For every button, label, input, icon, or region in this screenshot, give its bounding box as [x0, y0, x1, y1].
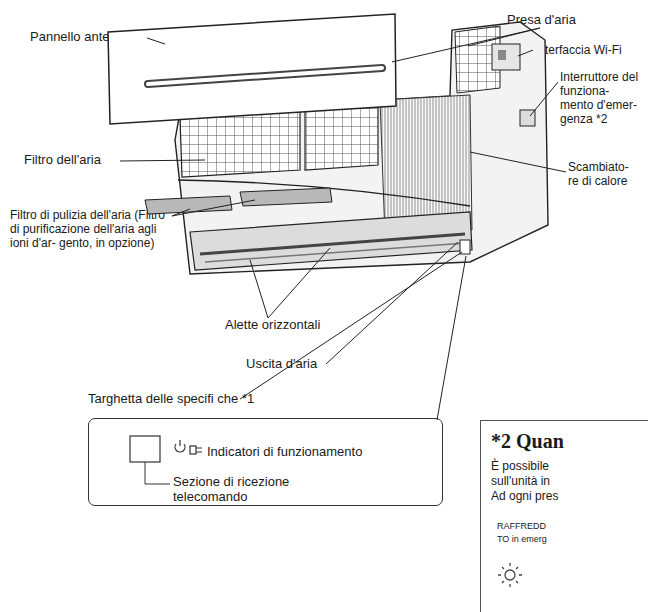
air-filter: [305, 107, 378, 170]
indicator-callout: Indicatori di funzionamentoSezione di ri…: [88, 418, 443, 506]
panel-slot: [148, 68, 382, 84]
note-heading: *2 Quan: [491, 429, 564, 453]
part-label: Interruttore del funziona- mento d'emer-…: [560, 70, 640, 126]
note-mode-text: TO in emerg: [497, 532, 547, 547]
power-symbol: [175, 440, 185, 452]
wifi-module: [498, 50, 506, 60]
indicator-symbol: [190, 446, 202, 454]
cleaning-filter: [240, 188, 332, 206]
part-label: Interfaccia Wi-Fi: [535, 43, 622, 57]
air-outlet: [190, 212, 472, 270]
part-label: Targhetta delle specifi che *1: [88, 392, 254, 406]
light-symbol: [498, 563, 522, 587]
note-text: Ad ogni pres: [491, 489, 558, 504]
cleaning-filter: [145, 196, 232, 214]
note-text: sull'unità in: [491, 474, 550, 489]
part-label: Alette orizzontali: [225, 318, 320, 332]
receiver-label: Sezione di ricezione telecomando: [173, 474, 303, 504]
panel-slot: [148, 68, 382, 84]
leader-lines: [120, 28, 566, 420]
wifi-module: [492, 44, 520, 70]
note-mode-text: RAFFREDD: [497, 519, 546, 534]
horizontal-louver: [200, 234, 465, 254]
horizontal-louver: [205, 243, 466, 262]
part-label: Filtro di pulizia dell'aria (Filtro di p…: [10, 208, 170, 250]
receiver-window: [130, 436, 160, 462]
air-filter: [180, 111, 300, 177]
note-text: È possibile: [491, 459, 549, 474]
part-label: Scambiato- re di calore: [568, 160, 634, 188]
part-label: Filtro dell'aria: [24, 153, 101, 167]
leader-line: [145, 462, 170, 484]
indicator-label: Indicatori di funzionamento: [207, 444, 362, 459]
part-label: Uscita d'aria: [246, 357, 317, 371]
front-panel: [108, 14, 396, 124]
note-box: *2 Quan È possibilesull'unità inAd ogni p…: [480, 420, 648, 612]
